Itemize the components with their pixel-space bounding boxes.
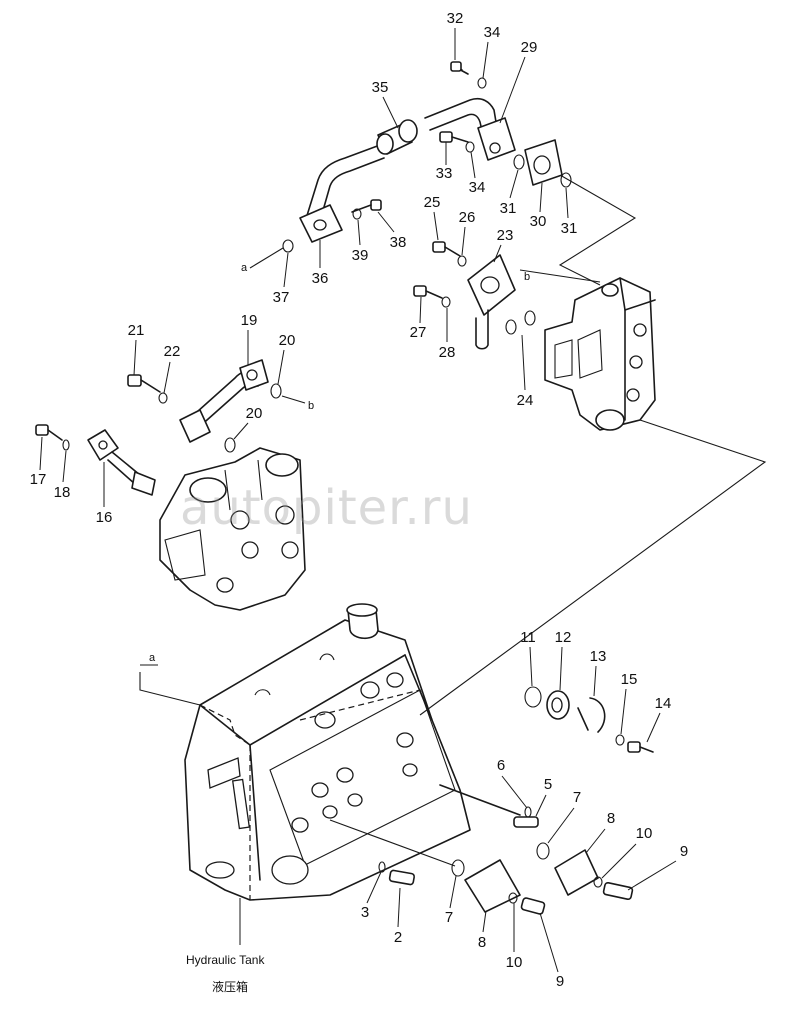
- callout-8: 8: [607, 810, 615, 827]
- hydraulic-tank: [184, 603, 471, 945]
- hidden-lines: [199, 689, 461, 900]
- flange-assembly: [413, 241, 536, 350]
- connection-mark-b-right: b: [524, 271, 530, 283]
- callout-5: 5: [544, 776, 552, 793]
- tank-caption: Hydraulic Tank: [186, 953, 265, 967]
- tank-caption-chinese: 液压箱: [212, 980, 249, 994]
- callout-11: 11: [520, 629, 536, 646]
- callout-7: 7: [573, 789, 581, 806]
- connection-mark-a-bottom: a: [149, 652, 156, 664]
- callout-36: 36: [312, 270, 329, 287]
- callout-2: 2: [394, 929, 402, 946]
- callout-32: 32: [447, 10, 464, 27]
- callout-9: 9: [556, 973, 564, 990]
- watermark-text: autopiter.ru: [180, 480, 473, 536]
- callout-26: 26: [459, 209, 476, 226]
- callout-25: 25: [424, 194, 441, 211]
- callout-34: 34: [469, 179, 486, 196]
- callout-labels: 32 34 29 35 33 34 31 30 31 25 26 23 38 3…: [30, 10, 689, 990]
- callout-13: 13: [590, 648, 607, 665]
- callout-9: 9: [680, 843, 688, 860]
- callout-33: 33: [436, 165, 453, 182]
- callout-21: 21: [128, 322, 145, 339]
- callout-28: 28: [439, 344, 456, 361]
- callout-7: 7: [445, 909, 453, 926]
- callout-30: 30: [530, 213, 547, 230]
- callout-22: 22: [164, 343, 181, 360]
- callout-34: 34: [484, 24, 501, 41]
- callout-17: 17: [30, 471, 47, 488]
- callout-31: 31: [500, 200, 517, 217]
- callout-12: 12: [555, 629, 572, 646]
- connection-mark-a-top: a: [241, 262, 248, 274]
- callout-37: 37: [273, 289, 290, 306]
- control-valve-left: [159, 447, 306, 611]
- callout-27: 27: [410, 324, 427, 341]
- callout-38: 38: [390, 234, 407, 251]
- callout-14: 14: [655, 695, 672, 712]
- connection-lines: [139, 174, 767, 716]
- callout-19: 19: [241, 312, 258, 329]
- covers-and-bolts: [329, 784, 634, 915]
- callout-6: 6: [497, 757, 505, 774]
- callout-24: 24: [517, 392, 534, 409]
- callout-23: 23: [497, 227, 514, 244]
- callout-15: 15: [621, 671, 638, 688]
- connection-mark-b-left: b: [308, 400, 314, 412]
- callout-35: 35: [372, 79, 389, 96]
- callout-29: 29: [521, 39, 538, 56]
- callout-10: 10: [506, 954, 523, 971]
- callout-10: 10: [636, 825, 653, 842]
- pipe-assembly-top: [282, 61, 572, 253]
- control-valve-right: [544, 277, 656, 431]
- callout-39: 39: [352, 247, 369, 264]
- callout-8: 8: [478, 934, 486, 951]
- callout-20: 20: [279, 332, 296, 349]
- callout-20: 20: [246, 405, 263, 422]
- callout-31: 31: [561, 220, 578, 237]
- pipe-assembly-left: [35, 359, 282, 496]
- callout-16: 16: [96, 509, 113, 526]
- callout-3: 3: [361, 904, 369, 921]
- callout-18: 18: [54, 484, 71, 501]
- strainer-assembly: [524, 686, 654, 753]
